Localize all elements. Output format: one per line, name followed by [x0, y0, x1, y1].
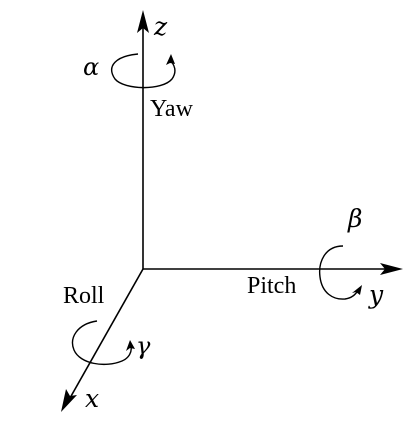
pitch-label: Pitch: [247, 273, 296, 299]
yaw-rotation-arrow: [111, 53, 176, 89]
x-axis: [61, 268, 144, 412]
z-axis-label: z: [153, 12, 168, 41]
roll-label: Roll: [63, 283, 105, 309]
roll-rotation-arrow: [71, 320, 135, 365]
pitch-angle-symbol: β: [347, 204, 362, 233]
roll-angle-symbol: γ: [136, 332, 151, 360]
y-axis-arrowhead: [380, 263, 403, 275]
z-axis-arrowhead: [137, 10, 149, 33]
pitch-rotation-arrow: [318, 245, 362, 300]
y-axis-label: y: [368, 280, 384, 309]
yaw-angle-symbol: α: [83, 53, 99, 81]
x-axis-arrowhead: [61, 389, 77, 412]
y-axis: [143, 263, 403, 275]
x-axis-label: x: [85, 384, 99, 413]
z-axis: [137, 10, 149, 269]
yaw-label: Yaw: [150, 96, 194, 122]
